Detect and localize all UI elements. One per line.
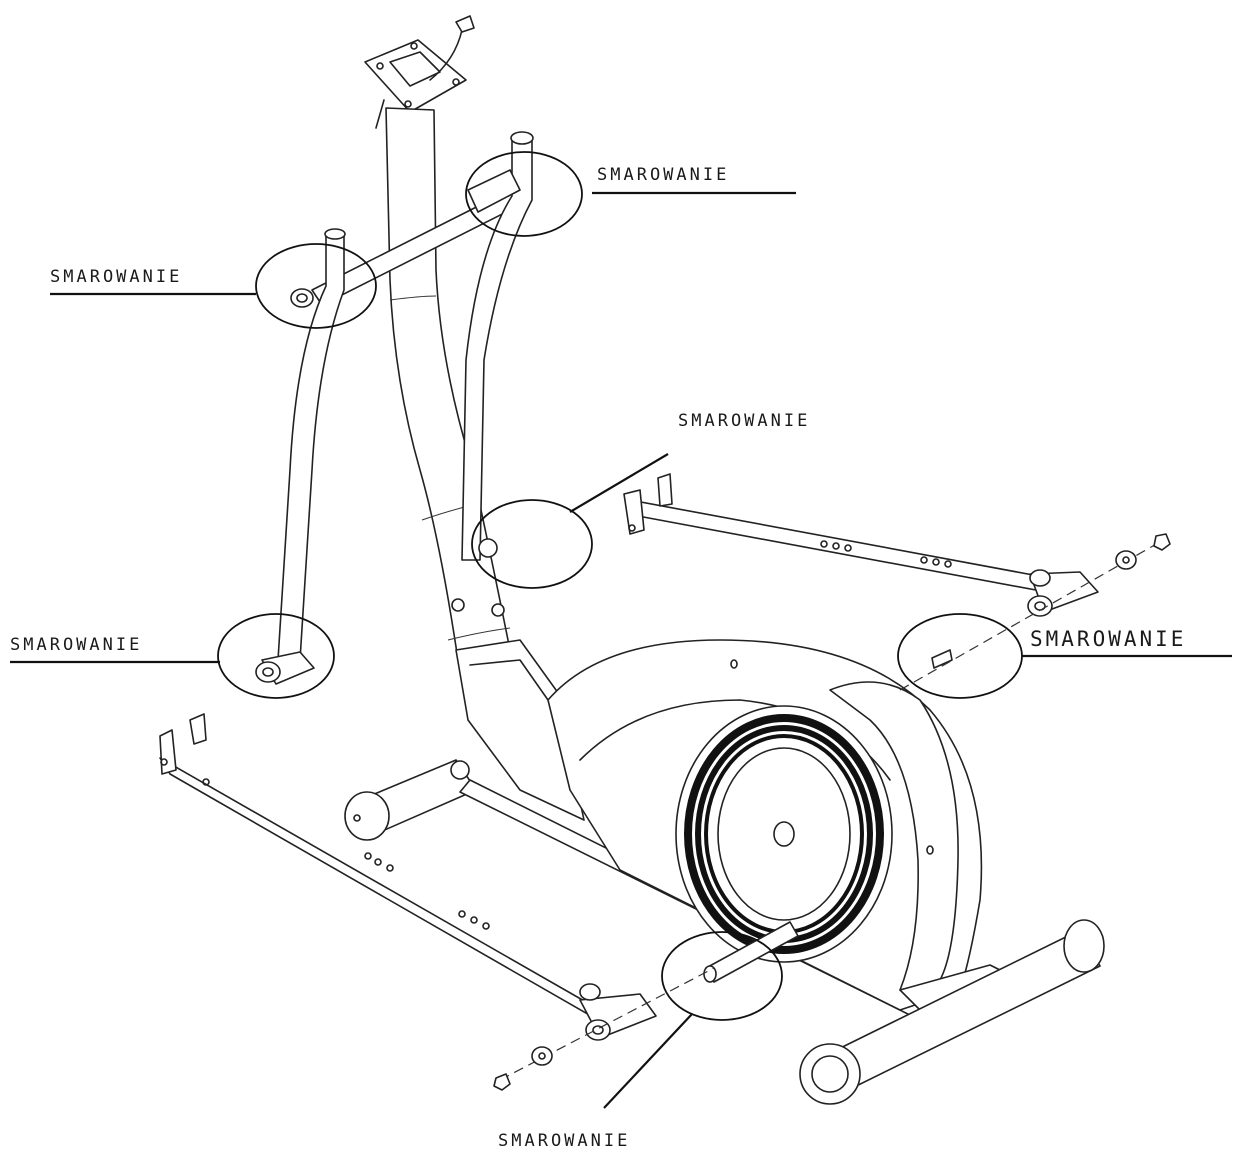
callout-label: SMAROWANIE xyxy=(1030,627,1186,651)
callout-label: SMAROWANIE xyxy=(498,1131,630,1151)
flywheel xyxy=(675,705,893,963)
leader-line xyxy=(603,1013,693,1109)
crank-axle xyxy=(703,921,799,983)
leader-line xyxy=(569,453,669,513)
callout-label: SMAROWANIE xyxy=(597,165,729,185)
callout-middle: SMAROWANIE xyxy=(471,411,810,589)
fasteners xyxy=(493,533,1171,1091)
right-pedal-rail xyxy=(623,473,1099,617)
front-stabilizer xyxy=(344,759,477,841)
lubrication-point-circle xyxy=(661,931,783,1021)
front-handlebar xyxy=(255,228,346,685)
mast-joint xyxy=(451,538,505,617)
lubrication-point-circle xyxy=(465,151,583,237)
lubrication-point-circle xyxy=(471,499,593,589)
callout-label: SMAROWANIE xyxy=(10,635,142,655)
left-pedal-rail xyxy=(159,713,657,1041)
callout-right: SMAROWANIE xyxy=(897,613,1232,699)
callout-label: SMAROWANIE xyxy=(50,267,182,287)
callout-lower-left: SMAROWANIE xyxy=(10,613,335,699)
rear-handlebar xyxy=(461,131,534,561)
console-plate xyxy=(364,15,475,129)
base-bracket xyxy=(455,639,585,821)
callout-bottom: SMAROWANIE xyxy=(498,931,783,1151)
callout-top-right: SMAROWANIE xyxy=(465,151,796,237)
lubrication-point-circle xyxy=(217,613,335,699)
callout-upper-left: SMAROWANIE xyxy=(50,243,377,329)
right-crank-stub xyxy=(931,649,953,669)
rear-stabilizer xyxy=(799,919,1105,1105)
lubrication-point-circle xyxy=(255,243,377,329)
callout-label: SMAROWANIE xyxy=(678,411,810,431)
